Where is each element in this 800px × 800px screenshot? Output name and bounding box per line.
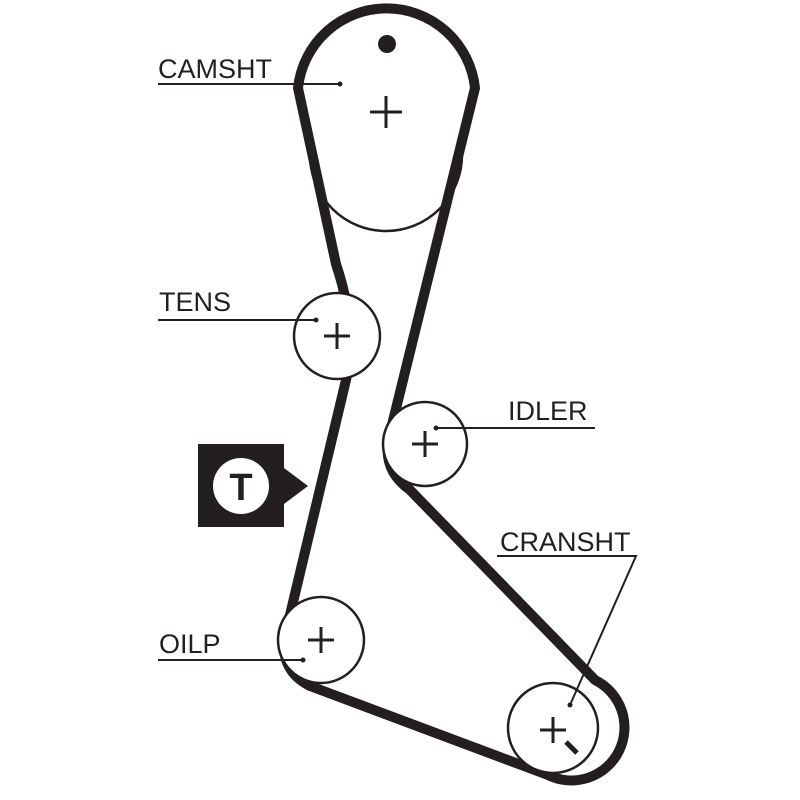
idler-pulley [381,400,469,488]
crankshaft-center-icon [540,717,566,743]
camshaft-pulley [308,35,464,233]
idler-center-icon [412,431,438,457]
camshaft-center-icon [370,96,402,128]
tension-badge: T [198,444,308,527]
crankshaft-label: CRANSHT [500,527,631,557]
tension-badge-circle [213,458,269,514]
label-crankshaft: CRANSHT [497,527,638,708]
oil-pump-center-icon [308,627,334,653]
tensioner-center-icon [324,323,350,349]
label-oil-pump: OILP [158,629,306,663]
camshaft-label: CAMSHT [158,54,272,84]
crankshaft-pulley [506,681,600,775]
idler-label: IDLER [508,396,588,426]
oil-pump-pulley [276,595,366,685]
label-camshaft: CAMSHT [158,54,343,87]
tension-badge-letter: T [229,467,252,509]
leader-line-crankshaft [497,555,638,706]
oil-pump-label: OILP [159,629,221,659]
camshaft-pulley-arc [308,154,464,233]
tensioner-pulley [292,291,382,381]
crankshaft-timing-mark [564,740,579,755]
label-tensioner: TENS [158,287,319,323]
timing-mark-dot [378,35,396,53]
label-idler: IDLER [433,396,595,431]
tensioner-label: TENS [159,287,231,317]
